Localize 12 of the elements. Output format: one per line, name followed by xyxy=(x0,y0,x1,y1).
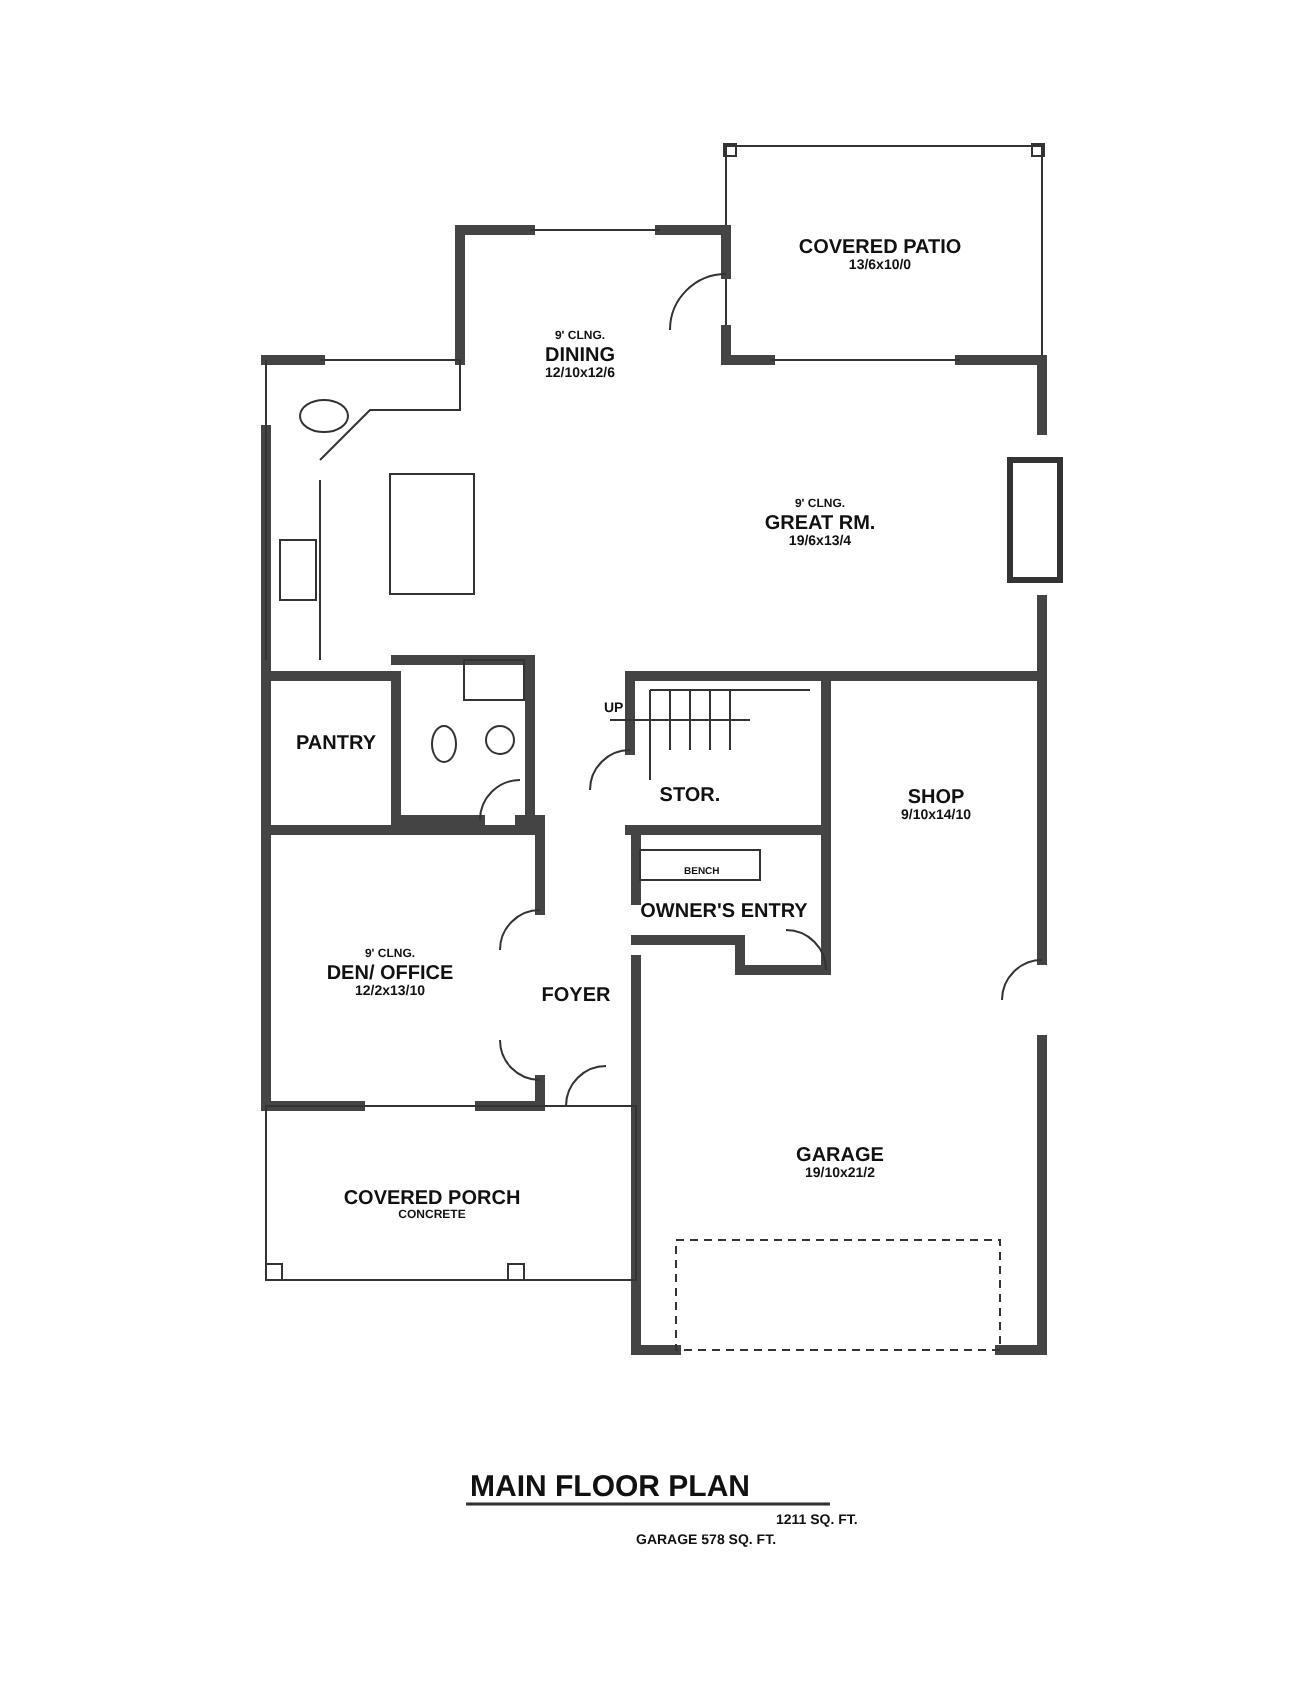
room-name: STOR. xyxy=(659,785,721,807)
room-name: DEN/ OFFICE xyxy=(326,961,454,984)
room-name: COVERED PORCH xyxy=(343,1188,521,1211)
room-name: SHOP xyxy=(907,787,965,810)
room-name: OWNER'S ENTRY xyxy=(640,901,808,923)
room-name: PANTRY xyxy=(296,733,376,755)
room-name: GARAGE xyxy=(796,1145,884,1168)
room-name: GREAT RM. xyxy=(764,511,876,534)
room-name: FOYER xyxy=(541,985,611,1007)
room-name: COVERED PATIO xyxy=(798,237,962,260)
plan-title: MAIN FLOOR PLAN xyxy=(470,1470,750,1504)
room-name: DINING xyxy=(544,343,616,366)
